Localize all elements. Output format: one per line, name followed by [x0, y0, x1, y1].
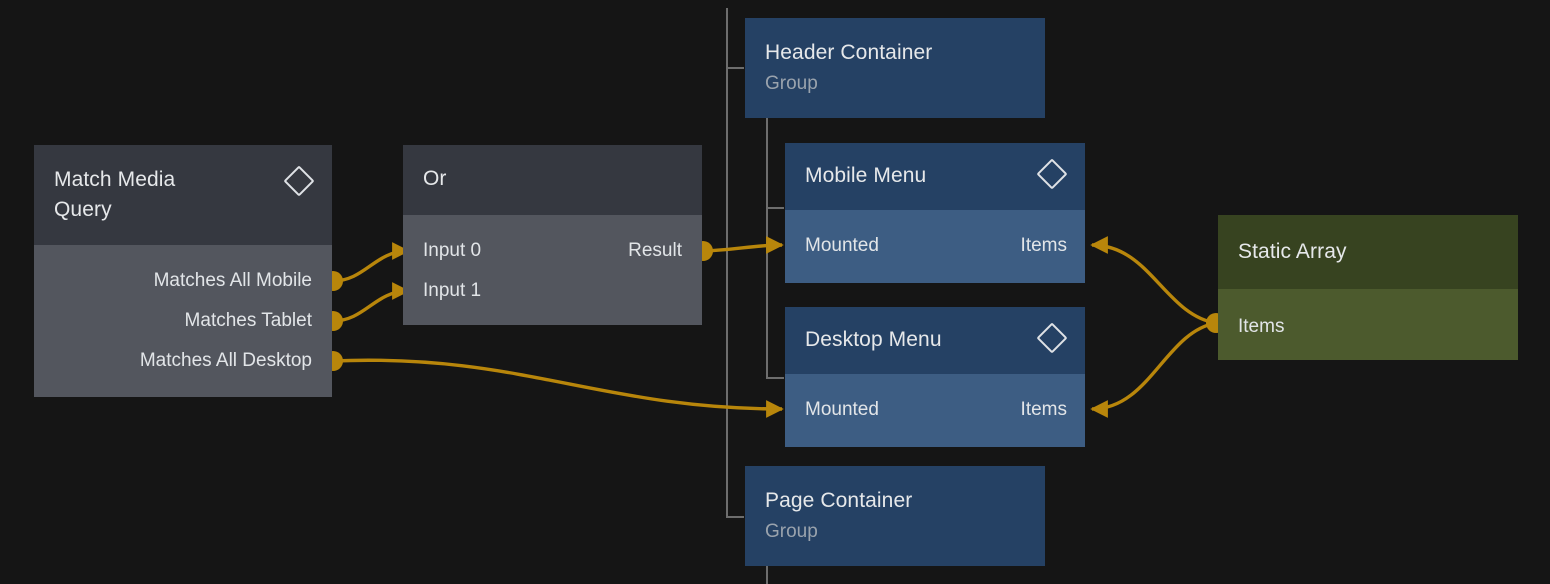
node-title-page-container: Page Container: [765, 489, 913, 512]
diamond-icon: [1036, 158, 1068, 190]
port-row-input1[interactable]: Input 1: [403, 271, 702, 311]
output-label-matches-tablet: Matches Tablet: [184, 310, 312, 331]
node-mobile-menu[interactable]: Mobile Menu Mounted Items: [785, 143, 1085, 283]
node-page-container[interactable]: Page Container Group: [745, 466, 1045, 566]
output-label-items: Items: [1238, 316, 1285, 337]
port-row-static-array-items[interactable]: Items: [1218, 307, 1518, 347]
node-header-static-array: Static Array: [1218, 215, 1518, 289]
node-subtitle-page-container: Group: [765, 521, 818, 542]
node-or[interactable]: Or Input 0 Result Input 1: [403, 145, 702, 325]
node-body-static-array: Items: [1218, 289, 1518, 360]
tree-branch-header-container: [726, 67, 744, 69]
tree-branch-page-container: [726, 516, 744, 518]
port-row-mobile-mounted-items[interactable]: Mounted Items: [785, 226, 1085, 266]
tree-line-inner-vertical: [766, 118, 768, 378]
node-static-array[interactable]: Static Array Items: [1218, 215, 1518, 360]
input-label-input-1: Input 1: [423, 280, 482, 301]
node-header-desktop-menu: Desktop Menu: [785, 307, 1085, 374]
wire-mobile-to-input0: [332, 242, 410, 283]
wire-array-to-mobile-items: [1090, 236, 1217, 325]
output-label-matches-all-mobile: Matches All Mobile: [153, 270, 312, 291]
node-header-or: Or: [403, 145, 702, 215]
output-label-matches-all-desktop: Matches All Desktop: [139, 350, 312, 371]
output-row-matches-all-mobile[interactable]: Matches All Mobile: [34, 261, 332, 301]
output-row-matches-all-desktop[interactable]: Matches All Desktop: [34, 341, 332, 381]
wire-array-to-desktop-items: [1090, 321, 1217, 418]
node-body-mobile-menu: Mounted Items: [785, 210, 1085, 283]
wire-result-to-mobile-mounted: [702, 236, 784, 254]
node-body-desktop-menu: Mounted Items: [785, 374, 1085, 447]
output-row-matches-tablet[interactable]: Matches Tablet: [34, 301, 332, 341]
node-header-mobile-menu: Mobile Menu: [785, 143, 1085, 210]
node-title-match-media-query: Match Media Query: [54, 168, 176, 221]
port-row-desktop-mounted-items[interactable]: Mounted Items: [785, 390, 1085, 430]
tree-line-bottom-stub: [766, 566, 768, 584]
node-body-or: Input 0 Result Input 1: [403, 215, 702, 325]
tree-branch-desktop-menu: [766, 377, 784, 379]
node-body-match-media-query: Matches All Mobile Matches Tablet Matche…: [34, 245, 332, 397]
wire-tablet-to-input1: [332, 282, 410, 323]
input-label-input-0: Input 0: [423, 240, 482, 261]
input-label-items: Items: [1020, 399, 1067, 420]
tree-line-outer-vertical: [726, 8, 728, 518]
input-label-items: Items: [1020, 235, 1067, 256]
node-desktop-menu[interactable]: Desktop Menu Mounted Items: [785, 307, 1085, 447]
wire-desktop-to-desktop-mounted: [332, 358, 784, 418]
node-subtitle-header-container: Group: [765, 73, 818, 94]
input-label-mounted: Mounted: [805, 235, 879, 256]
node-title-or: Or: [423, 167, 447, 190]
tree-branch-mobile-menu: [766, 207, 784, 209]
node-title-header-container: Header Container: [765, 41, 933, 64]
node-header-container[interactable]: Header Container Group: [745, 18, 1045, 118]
diamond-icon: [283, 165, 315, 197]
node-title-static-array: Static Array: [1238, 240, 1347, 263]
node-match-media-query[interactable]: Match Media Query Matches All Mobile Mat…: [34, 145, 332, 397]
input-label-mounted: Mounted: [805, 399, 879, 420]
node-title-mobile-menu: Mobile Menu: [805, 164, 927, 187]
node-header-match-media-query: Match Media Query: [34, 145, 332, 245]
diamond-icon: [1036, 322, 1068, 354]
node-title-desktop-menu: Desktop Menu: [805, 328, 942, 351]
port-row-input0-result[interactable]: Input 0 Result: [403, 231, 702, 271]
output-label-result: Result: [628, 240, 682, 261]
